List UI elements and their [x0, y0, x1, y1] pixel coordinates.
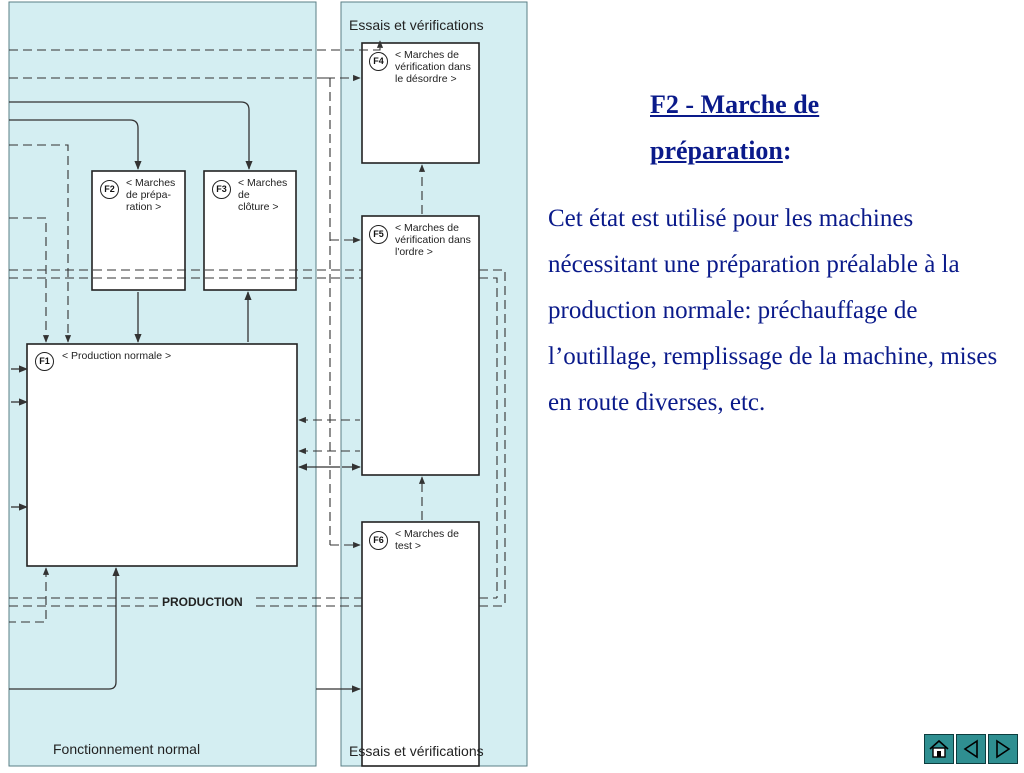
- solid-connections: [9, 101, 361, 693]
- zone-normal-title: Fonctionnement normal: [53, 741, 201, 757]
- badge-f4: F4: [369, 52, 388, 71]
- badge-f3: F3: [212, 180, 231, 199]
- navigation-bar: [924, 734, 1018, 766]
- state-diagram: Essais et vérifications Essais et vérifi…: [8, 1, 528, 767]
- home-icon: [929, 739, 949, 758]
- previous-icon: [963, 739, 978, 759]
- box-f1-title: < Production normale >: [62, 350, 172, 362]
- slide-body-text: Cet état est utilisé pour les machines n…: [548, 205, 998, 416]
- next-button[interactable]: [988, 734, 1018, 764]
- badge-f5: F5: [369, 225, 388, 244]
- box-f1: [26, 343, 298, 567]
- zone-essais-title-bottom: Essais et vérifications: [349, 743, 484, 759]
- box-f5: [361, 215, 480, 476]
- home-button[interactable]: [924, 734, 954, 764]
- diagram-canvas: [8, 1, 528, 767]
- heading-main: F2 - Marche de préparation: [650, 90, 820, 165]
- dashed-connections: [9, 40, 506, 623]
- previous-button[interactable]: [956, 734, 986, 764]
- box-f6: [361, 521, 480, 767]
- production-label: PRODUCTION: [162, 595, 243, 609]
- zone-essais-title-top: Essais et vérifications: [349, 17, 484, 33]
- slide-heading: F2 - Marche de préparation:: [650, 82, 910, 174]
- next-icon: [996, 739, 1011, 759]
- badge-f1: F1: [35, 352, 54, 371]
- explanation-panel: F2 - Marche de préparation: Cet état est…: [548, 82, 1018, 426]
- badge-f2: F2: [100, 180, 119, 199]
- badge-f6: F6: [369, 531, 388, 550]
- heading-colon: :: [782, 136, 792, 165]
